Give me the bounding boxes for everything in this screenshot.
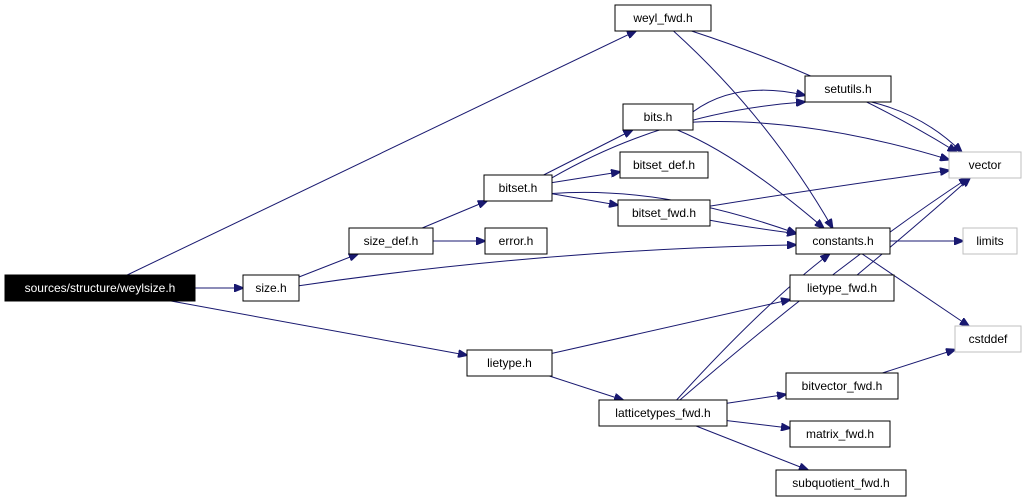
node-latticetypes_fwd[interactable]: latticetypes_fwd.h <box>598 399 728 427</box>
edge-bits-to-vector <box>692 121 949 160</box>
node-weyl_fwd[interactable]: weyl_fwd.h <box>614 4 712 32</box>
node-label: lietype.h <box>487 356 532 370</box>
node-weylsize[interactable]: sources/structure/weylsize.h <box>4 274 196 302</box>
node-label: error.h <box>499 234 534 248</box>
node-box <box>484 227 548 255</box>
node-bitset_fwd[interactable]: bitset_fwd.h <box>617 199 711 227</box>
edge-latticetypes_fwd-to-matrix_fwd <box>726 420 790 429</box>
edge-bits-to-constants <box>677 129 823 228</box>
node-label: size.h <box>255 281 286 295</box>
node-label: subquotient_fwd.h <box>792 476 889 490</box>
node-label: size_def.h <box>364 234 419 248</box>
node-label: bitset.h <box>499 181 538 195</box>
node-box <box>954 325 1022 353</box>
edge-setutils-to-vector <box>871 101 961 152</box>
node-lietype_fwd[interactable]: lietype_fwd.h <box>789 274 895 302</box>
node-box <box>785 372 899 400</box>
node-vector: vector <box>948 151 1022 179</box>
node-label: bitvector_fwd.h <box>802 379 883 393</box>
node-setutils[interactable]: setutils.h <box>804 75 892 103</box>
node-size[interactable]: size.h <box>242 274 300 302</box>
node-box <box>789 274 895 302</box>
node-matrix_fwd[interactable]: matrix_fwd.h <box>789 420 891 448</box>
node-box <box>348 227 434 255</box>
edge-weylsize-to-lietype <box>170 300 467 355</box>
node-box <box>775 469 907 497</box>
node-label: cstddef <box>969 332 1008 346</box>
node-label: setutils.h <box>824 82 871 96</box>
node-box <box>962 227 1018 255</box>
node-size_def[interactable]: size_def.h <box>348 227 434 255</box>
node-bits[interactable]: bits.h <box>622 103 694 131</box>
edge-size_def-to-bitset <box>422 201 487 229</box>
edge-bitset-to-constants <box>551 191 796 233</box>
node-label: lietype_fwd.h <box>807 281 877 295</box>
edge-constants-to-cstddef <box>861 253 969 326</box>
edge-size-to-constants <box>298 245 796 287</box>
node-label: bitset_def.h <box>633 158 695 172</box>
node-label: constants.h <box>812 234 873 248</box>
node-box <box>242 274 300 302</box>
edge-size-to-size_def <box>298 254 358 278</box>
edge-bits-to-setutils <box>692 90 805 113</box>
edge-lietype-to-latticetypes_fwd <box>549 375 623 400</box>
node-label: bitset_fwd.h <box>632 206 696 220</box>
node-label: sources/structure/weylsize.h <box>25 281 176 295</box>
edge-weyl_fwd-to-constants <box>673 30 833 228</box>
node-label: limits <box>976 234 1003 248</box>
node-box <box>948 151 1022 179</box>
node-lietype[interactable]: lietype.h <box>466 349 553 377</box>
edge-bitset-to-bitset_fwd <box>551 193 618 205</box>
node-bitset_def[interactable]: bitset_def.h <box>619 151 709 179</box>
node-box <box>789 420 891 448</box>
node-bitvector_fwd[interactable]: bitvector_fwd.h <box>785 372 899 400</box>
node-label: bits.h <box>644 110 673 124</box>
node-box <box>617 199 711 227</box>
node-box <box>795 227 891 255</box>
edge-lietype_fwd-to-vector <box>856 178 970 276</box>
node-bitset[interactable]: bitset.h <box>483 174 553 202</box>
node-error[interactable]: error.h <box>484 227 548 255</box>
edge-bitset_fwd-to-constants <box>709 219 796 233</box>
edge-bitset_fwd-to-vector <box>709 170 949 207</box>
edge-lietype-to-lietype_fwd <box>551 300 790 354</box>
node-box <box>614 4 712 32</box>
node-limits: limits <box>962 227 1018 255</box>
node-label: vector <box>969 158 1002 172</box>
node-constants[interactable]: constants.h <box>795 227 891 255</box>
edge-bitvector_fwd-to-cstddef <box>882 350 955 374</box>
edge-latticetypes_fwd-to-subquotient_fwd <box>695 425 808 470</box>
node-label: weyl_fwd.h <box>632 11 692 25</box>
node-subquotient_fwd[interactable]: subquotient_fwd.h <box>775 469 907 497</box>
node-cstddef: cstddef <box>954 325 1022 353</box>
node-box <box>619 151 709 179</box>
node-box <box>622 103 694 131</box>
node-box <box>4 274 196 302</box>
edge-bitset-to-bitset_def <box>551 172 620 184</box>
node-box <box>804 75 892 103</box>
node-box <box>483 174 553 202</box>
node-box <box>598 399 728 427</box>
node-label: latticetypes_fwd.h <box>615 406 710 420</box>
edge-latticetypes_fwd-to-constants <box>676 254 830 401</box>
edge-weylsize-to-weyl_fwd <box>126 31 636 276</box>
nodes: sources/structure/weylsize.h size.h size_d… <box>4 4 1022 497</box>
node-label: matrix_fwd.h <box>806 427 874 441</box>
edge-latticetypes_fwd-to-bitvector_fwd <box>726 394 786 404</box>
edge-bitset-to-bits <box>543 130 633 176</box>
node-box <box>466 349 553 377</box>
